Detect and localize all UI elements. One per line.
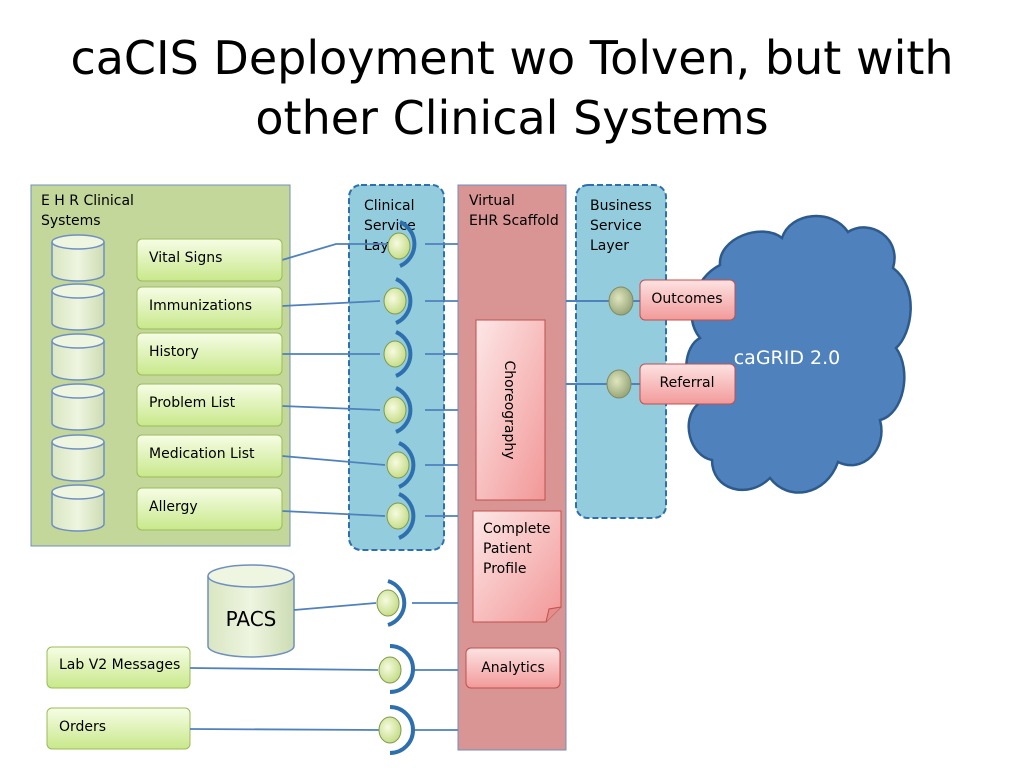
database-icon [51,283,105,331]
title-line-1: caCIS Deployment wo Tolven, but with [70,31,954,85]
ehr-item-label: Vital Signs [149,250,222,266]
slide-title: caCIS Deployment wo Tolven, but with oth… [0,28,1024,148]
pacs-label: PACS [226,607,277,631]
business-layer-label-line-2: Service [590,218,642,234]
ehr-panel-label-line-2: Systems [41,213,101,229]
ehr-panel-label-line-1: E H R Clinical [41,193,134,209]
choreography-box [475,319,546,501]
lab-v2-messages-box [46,646,191,689]
title-line-2: other Clinical Systems [255,91,769,145]
ehr-item-immunizations [136,286,283,330]
clinical-layer-label-line-1: Clinical [364,198,414,214]
choreography-label: Choreography [501,360,517,459]
ehr-item-label: History [149,344,199,360]
external-balls [376,589,402,744]
pacs-database [207,564,295,658]
interface-balls [383,232,411,530]
referral-box [639,363,736,405]
orders-box [46,707,191,750]
ehr-item-medication-list [136,434,283,478]
ehr-item-history [136,332,283,376]
scaffold-label-line-2: EHR Scaffold [469,213,559,229]
ehr-item-allergy [136,487,283,531]
analytics-box [465,647,561,689]
referral-label: Referral [660,375,715,391]
business-layer-label-line-1: Business [590,198,652,214]
external-sockets [387,579,415,755]
profile-label-line-3: Profile [483,561,527,577]
database-icon [51,434,105,482]
business-service-layer [575,184,667,519]
cagrid-label: caGRID 2.0 [734,347,841,369]
outcomes-box [639,279,736,321]
outcomes-label: Outcomes [651,291,722,307]
lab-v2-messages-label: Lab V2 Messages [59,657,180,673]
business-layer-label-line-3: Layer [590,238,629,254]
referral-service-node [606,369,632,399]
database-icon [51,333,105,381]
ehr-database-icons [51,234,105,532]
outcomes-service-node [608,286,634,316]
ehr-connectors [281,243,458,517]
analytics-label: Analytics [481,660,545,676]
ehr-item-problem-list [136,383,283,427]
ehr-item-label: Immunizations [149,298,252,314]
scaffold-label-line-1: Virtual [469,193,515,209]
profile-label-line-1: Complete [483,521,550,537]
database-icon [51,383,105,431]
ehr-item-label: Allergy [149,499,198,515]
ehr-item-label: Medication List [149,446,255,462]
ehr-item-label: Problem List [149,395,236,411]
interface-sockets [395,220,417,540]
profile-label-line-2: Patient [483,541,532,557]
external-connectors [189,602,458,731]
database-icon [51,234,105,282]
ehr-item-vital-signs [136,238,283,282]
orders-label: Orders [59,719,106,735]
clinical-service-layer [348,184,445,551]
database-icon [51,484,105,532]
